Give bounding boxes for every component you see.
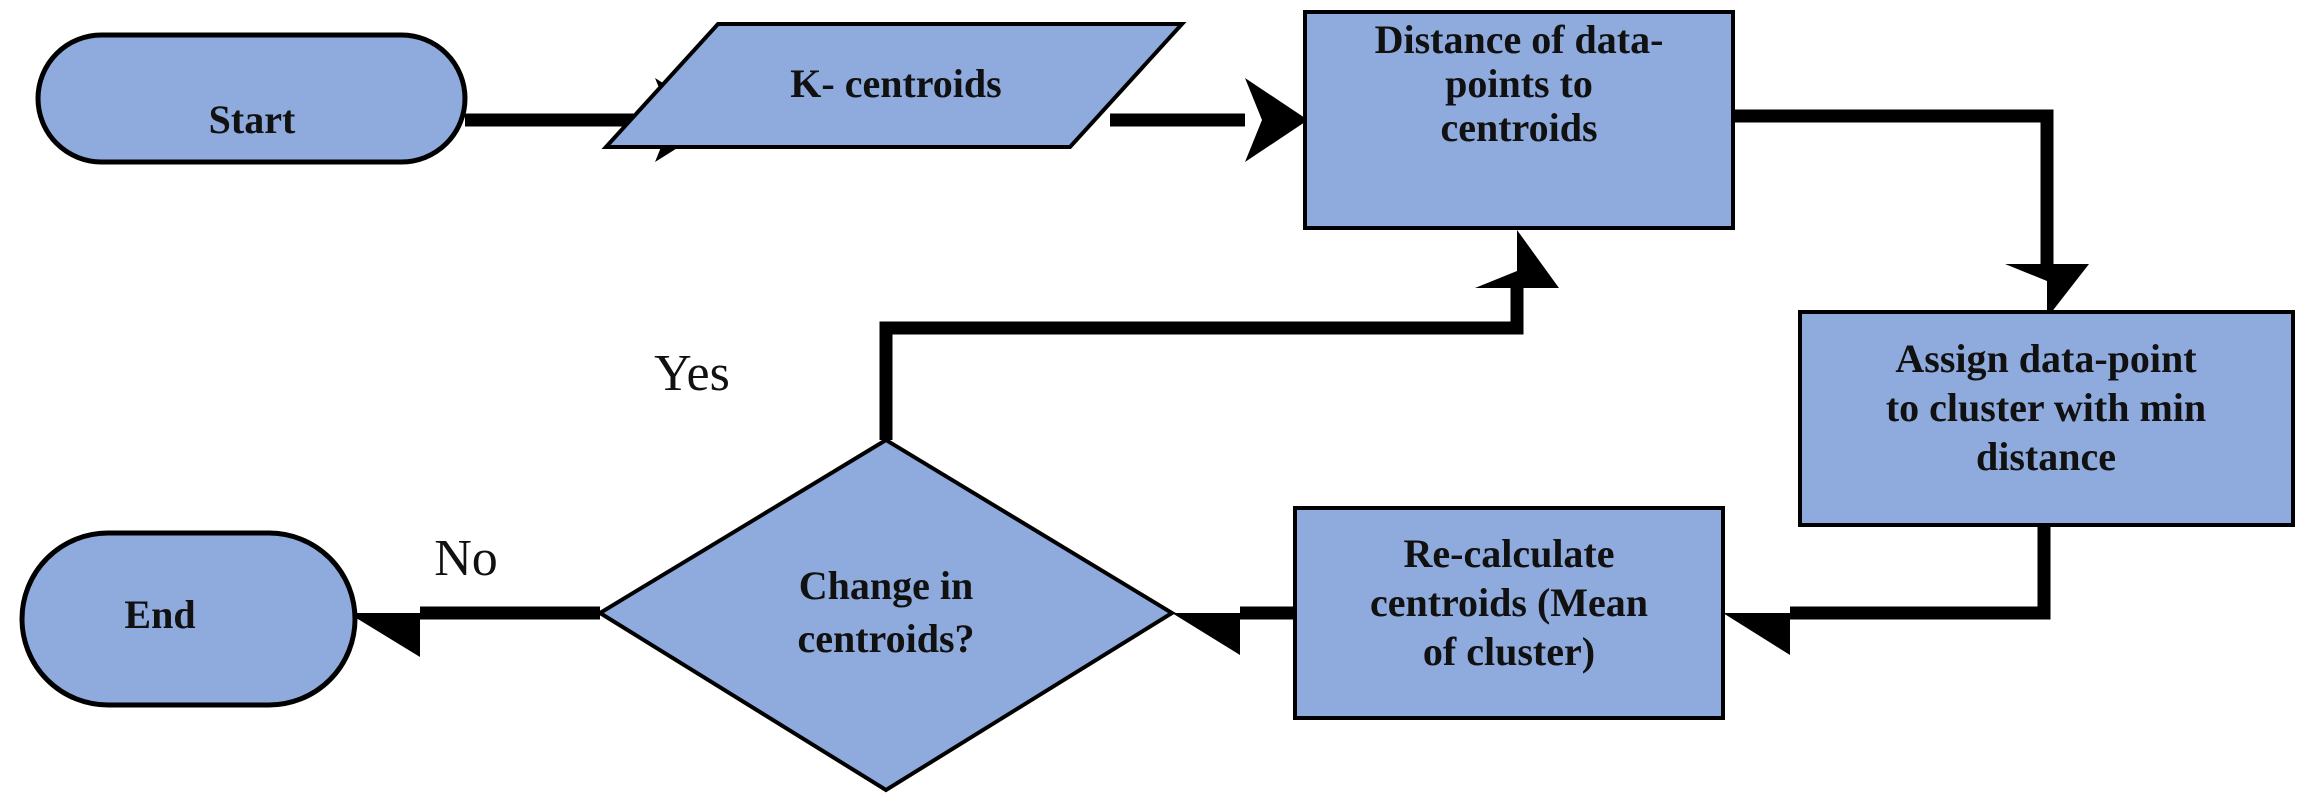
arrowhead-icon [1723,571,1790,655]
decision-shape [596,437,1176,793]
distance-label-line-1: Distance of data- [1375,17,1664,62]
assign-label-line-2: to cluster with min [1886,385,2206,430]
arrowhead-icon [2005,264,2089,318]
node-end[interactable]: End [19,530,358,708]
edge-decision-yes-to-distance [879,230,1559,440]
recalculate-shape [1293,506,1725,720]
decision-label-line-1: Change in [799,563,974,608]
end-label: End [124,592,195,637]
start-label: Start [209,97,296,142]
node-decision[interactable]: Change in centroids? [596,437,1176,793]
edge-label-yes: Yes [654,345,730,402]
edge-decision-no-to-end [348,569,600,657]
k-centroids-label: K- centroids [790,61,1001,106]
edge-k-centroids-to-distance [1110,78,1308,162]
edge-distance-to-assign [1733,109,2089,318]
edge-assign-to-recalculate [1723,525,2051,655]
node-distance[interactable]: Distance of data- points to centroids [1303,10,1735,230]
arrowhead-icon [348,569,420,657]
edge-recalculate-to-decision [1172,571,1295,655]
edge-segment [879,288,1524,440]
node-recalculate[interactable]: Re-calculate centroids (Mean of cluster) [1293,506,1725,720]
assign-shape [1798,310,2295,527]
recalculate-label-line-2: centroids (Mean [1370,580,1648,625]
distance-shape [1303,10,1735,230]
edge-segment [1790,525,2051,620]
edge-label-no: No [434,530,498,587]
arrowhead-icon [1172,571,1240,655]
arrowhead-icon [1475,230,1559,288]
edge-segment [1733,109,2054,264]
recalculate-label-line-3: of cluster) [1423,629,1595,674]
assign-label-line-1: Assign data-point [1895,336,2197,381]
assign-label-line-3: distance [1976,434,2116,479]
k-centroids-shape [601,22,1187,149]
arrowhead-icon [1245,78,1308,162]
node-k-centroids[interactable]: K- centroids [601,22,1187,149]
decision-label-line-2: centroids? [797,616,974,661]
node-start[interactable]: Start [35,32,468,165]
node-assign[interactable]: Assign data-point to cluster with min di… [1798,310,2295,527]
distance-label-line-3: centroids [1440,105,1597,150]
recalculate-label-line-1: Re-calculate [1403,531,1614,576]
start-shape [35,32,468,165]
end-shape [19,530,358,708]
distance-label-line-2: points to [1445,61,1593,106]
